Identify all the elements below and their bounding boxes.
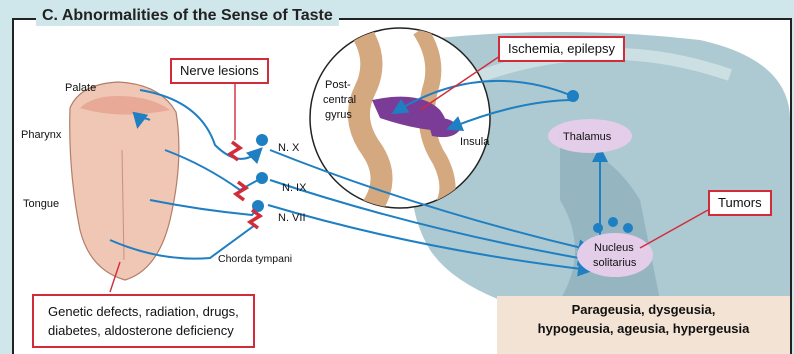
nucleus-oval bbox=[577, 233, 653, 277]
label-nucleus-2: solitarius bbox=[593, 257, 636, 269]
dot-nucleus-3 bbox=[623, 223, 633, 233]
dot-thalamus bbox=[567, 90, 579, 102]
figure-title: C. Abnormalities of the Sense of Taste bbox=[36, 6, 339, 26]
result-line-1: Parageusia, dysgeusia, bbox=[497, 300, 790, 319]
callout-genetic-line-2: diabetes, aldosterone deficiency bbox=[48, 321, 239, 340]
dot-nucleus-1 bbox=[593, 223, 603, 233]
label-nerve-vii: N. VII bbox=[278, 212, 306, 224]
label-postcentral-1: Post- bbox=[325, 79, 351, 91]
label-chorda-tympani: Chorda tympani bbox=[218, 253, 292, 265]
label-nerve-x: N. X bbox=[278, 142, 299, 154]
label-postcentral-3: gyrus bbox=[325, 109, 352, 121]
callout-tumors: Tumors bbox=[708, 190, 772, 216]
label-palate: Palate bbox=[65, 82, 96, 94]
label-nucleus-1: Nucleus bbox=[594, 242, 634, 254]
dot-nucleus-2 bbox=[608, 217, 618, 227]
dot-nix bbox=[256, 172, 268, 184]
callout-genetic-line-1: Genetic defects, radiation, drugs, bbox=[48, 302, 239, 321]
label-tongue: Tongue bbox=[23, 198, 59, 210]
label-postcentral-2: central bbox=[323, 94, 356, 106]
callout-ischemia-epilepsy: Ischemia, epilepsy bbox=[498, 36, 625, 62]
label-nerve-ix: N. IX bbox=[282, 182, 306, 194]
result-line-2: hypogeusia, ageusia, hypergeusia bbox=[497, 319, 790, 338]
result-box: Parageusia, dysgeusia, hypogeusia, ageus… bbox=[497, 296, 790, 354]
label-insula: Insula bbox=[460, 136, 489, 148]
callout-genetic-causes: Genetic defects, radiation, drugs, diabe… bbox=[32, 294, 255, 348]
callout-nerve-lesions: Nerve lesions bbox=[170, 58, 269, 84]
label-thalamus: Thalamus bbox=[563, 131, 611, 143]
label-pharynx: Pharynx bbox=[21, 129, 61, 141]
dot-nx bbox=[256, 134, 268, 146]
